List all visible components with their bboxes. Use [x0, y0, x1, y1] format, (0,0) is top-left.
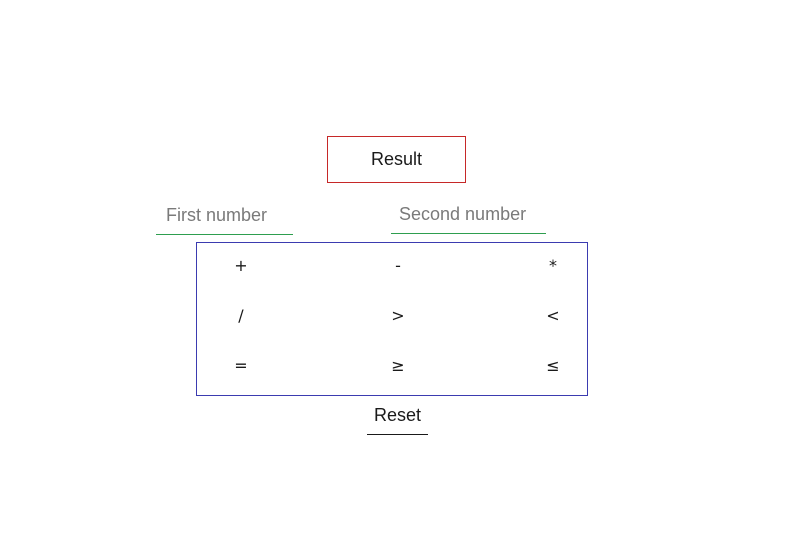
multiply-button[interactable]: *	[533, 251, 573, 281]
greater-than-button[interactable]: >	[378, 301, 418, 331]
first-number-input[interactable]	[156, 204, 293, 235]
reset-button[interactable]: Reset	[367, 402, 428, 435]
greater-or-equal-button[interactable]: ≥	[378, 351, 418, 381]
less-than-button[interactable]: <	[533, 301, 573, 331]
operator-panel: + - * / > < = ≥ ≤	[196, 242, 588, 396]
subtract-button[interactable]: -	[378, 251, 418, 281]
add-button[interactable]: +	[221, 251, 261, 281]
equals-button[interactable]: =	[221, 351, 261, 381]
result-display: Result	[327, 136, 466, 183]
less-or-equal-button[interactable]: ≤	[533, 351, 573, 381]
second-number-input[interactable]	[391, 204, 546, 234]
divide-button[interactable]: /	[221, 301, 261, 331]
